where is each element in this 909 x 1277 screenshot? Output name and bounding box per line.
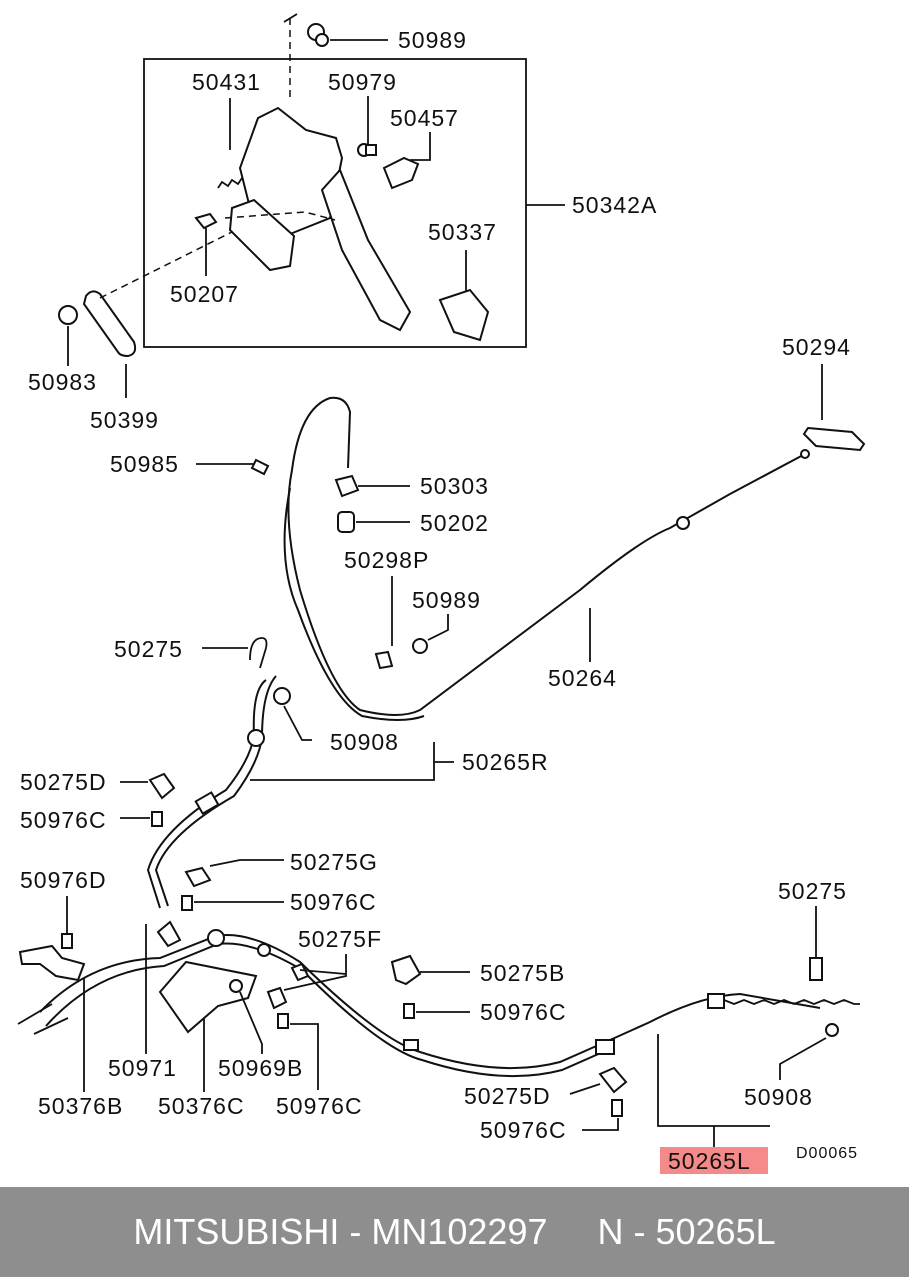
label-50275-left[interactable]: 50275 [114, 636, 183, 662]
bolt-50976C-bottom [277, 1013, 319, 1090]
clip-50275D-left [120, 772, 176, 800]
label-50976C-lowest[interactable]: 50976C [480, 1117, 567, 1143]
label-50457[interactable]: 50457 [390, 105, 459, 131]
label-50908-mid[interactable]: 50908 [330, 729, 399, 755]
pedal-lever [224, 106, 412, 332]
clip-50275F [266, 954, 347, 1010]
label-50989-mid[interactable]: 50989 [412, 587, 481, 613]
nut-50969B [229, 979, 263, 1054]
label-50976C-right[interactable]: 50976C [480, 999, 567, 1025]
label-50976C-mid[interactable]: 50976C [290, 889, 377, 915]
clip-50207 [194, 212, 218, 276]
label-50376C[interactable]: 50376C [158, 1093, 245, 1119]
rear-cable-50265L [17, 929, 860, 1150]
label-50969B[interactable]: 50969B [218, 1055, 303, 1081]
label-50303[interactable]: 50303 [420, 473, 489, 499]
clip-50298P [374, 576, 394, 670]
label-50275D-bottom[interactable]: 50275D [464, 1083, 551, 1109]
clip-50275-right [809, 906, 823, 981]
clip-50971 [145, 920, 182, 1054]
bolt-50976C-mid [181, 895, 284, 911]
label-50985[interactable]: 50985 [110, 451, 179, 477]
footer-bar: MITSUBISHI - MN102297 N - 50265L [0, 1187, 909, 1277]
parking-brake-parts-diagram: 50989 50431 50979 50457 50342A 50337 502… [17, 13, 866, 1174]
bolt-50976C-left [120, 811, 163, 827]
clip-50275-left [202, 637, 268, 669]
label-50207[interactable]: 50207 [170, 281, 239, 307]
clip-50303 [334, 474, 410, 498]
part-highlight [660, 1147, 768, 1174]
label-50294[interactable]: 50294 [782, 334, 851, 360]
label-50275-right[interactable]: 50275 [778, 878, 847, 904]
bracket-50457 [382, 132, 431, 190]
label-50399[interactable]: 50399 [90, 407, 159, 433]
nut-50983 [58, 305, 78, 366]
label-50971[interactable]: 50971 [108, 1055, 177, 1081]
label-50337[interactable]: 50337 [428, 219, 497, 245]
grommet-50908-right [779, 1023, 839, 1080]
label-50431[interactable]: 50431 [192, 69, 261, 95]
bolt-50976C-right [403, 1003, 470, 1019]
bracket-50376B [18, 944, 86, 1092]
part-number-caption: MITSUBISHI - MN102297 N - 50265L [133, 1211, 776, 1252]
rear-cable-50265R [146, 675, 454, 909]
label-50275F[interactable]: 50275F [298, 926, 382, 952]
label-50342A[interactable]: 50342A [572, 192, 657, 218]
label-50983[interactable]: 50983 [28, 369, 97, 395]
pedal-pad-50337 [438, 250, 490, 342]
bolt-50976C-lowest [582, 1099, 623, 1131]
diagram-code: D00065 [796, 1145, 858, 1162]
label-50908-right[interactable]: 50908 [744, 1084, 813, 1110]
label-50275D-left[interactable]: 50275D [20, 769, 107, 795]
bushing-50202 [337, 511, 410, 533]
bolt-50979 [357, 96, 377, 157]
clip-50275B [390, 954, 470, 986]
label-50264[interactable]: 50264 [548, 665, 617, 691]
clip-50985 [196, 458, 270, 476]
clip-50275G [184, 859, 284, 888]
assembly-box-50342A [143, 58, 527, 348]
label-50275G[interactable]: 50275G [290, 849, 378, 875]
bolt-50989-mid [412, 614, 449, 654]
label-50275B[interactable]: 50275B [480, 960, 565, 986]
link-plate-50399 [82, 231, 233, 398]
bracket-50376C [158, 960, 258, 1092]
label-50265L[interactable]: 50265L [668, 1148, 751, 1174]
label-50298P[interactable]: 50298P [344, 547, 429, 573]
clip-50275D-bottom [569, 1066, 628, 1095]
label-50265R[interactable]: 50265R [462, 749, 549, 775]
label-50979[interactable]: 50979 [328, 69, 397, 95]
label-50976D[interactable]: 50976D [20, 867, 107, 893]
label-50989-top[interactable]: 50989 [398, 27, 467, 53]
equalizer-50294 [802, 364, 866, 452]
label-50376B[interactable]: 50376B [38, 1093, 123, 1119]
label-50202[interactable]: 50202 [420, 510, 489, 536]
front-cable-50264 [283, 396, 810, 721]
label-50976C-left[interactable]: 50976C [20, 807, 107, 833]
nut-50989-top [283, 13, 388, 100]
label-50976C-bottom[interactable]: 50976C [276, 1093, 363, 1119]
bolt-50976D [61, 896, 73, 949]
